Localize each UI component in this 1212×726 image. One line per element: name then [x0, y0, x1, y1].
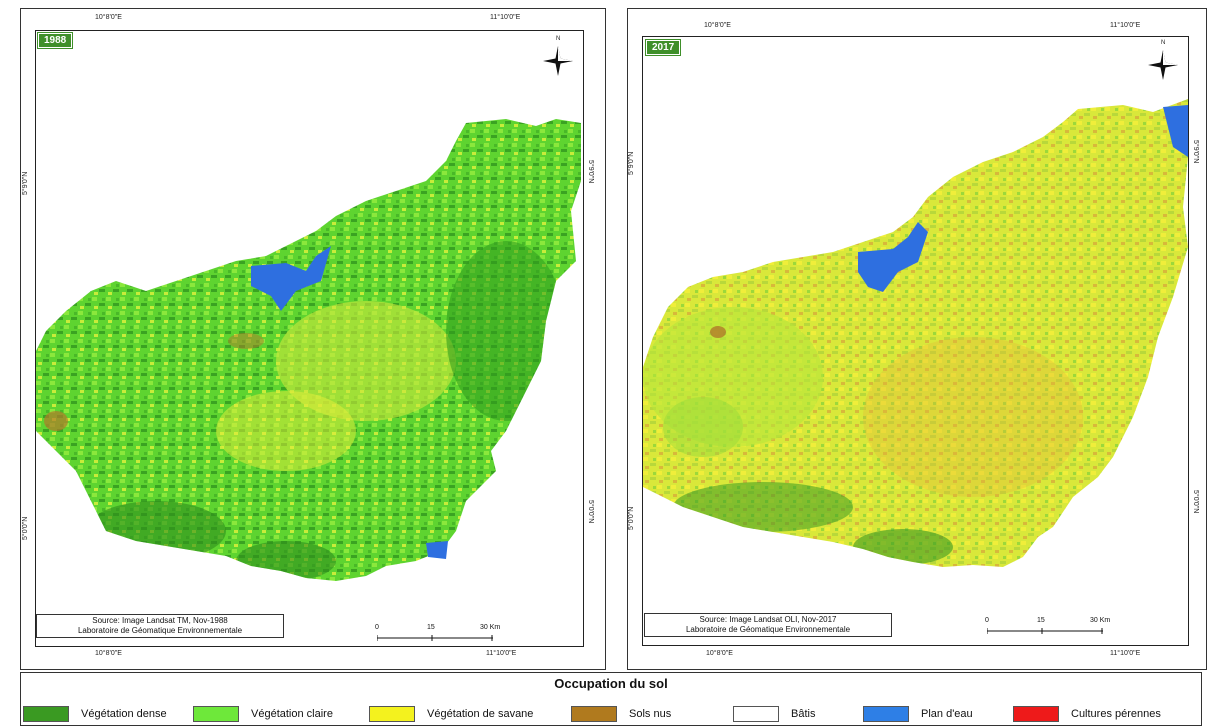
bottom-coord-right-2017: 11°10'0"E [1110, 650, 1141, 657]
bottom-coord-right: 11°10'0"E [486, 650, 517, 657]
year-badge-2017: 2017 [644, 39, 682, 56]
legend-swatch [733, 706, 779, 722]
bottom-coord-left-2017: 10°8'0"E [706, 650, 733, 657]
map-frame-2017 [642, 36, 1189, 646]
north-label: N [556, 36, 561, 42]
side-coord-upper-left-2017: 5°9'0"N [628, 151, 635, 175]
source-line-1: Source: Image Landsat TM, Nov-1988 [92, 616, 228, 625]
side-coord-lower-left-2017: 5°0'0"N [628, 506, 635, 530]
legend-title: Occupation du sol [554, 676, 668, 691]
legend-item-cultures-perennes: Cultures pérennes [1013, 706, 1161, 722]
scale-bar-2017: 0 15 30 Km [985, 617, 1115, 637]
land-cover-map-1988 [36, 119, 581, 581]
top-coord-left: 10°8'0"E [95, 14, 122, 21]
legend-label: Bâtis [791, 708, 816, 720]
scale-label-30-2017: 30 Km [1090, 617, 1111, 624]
scale-label-30: 30 Km [480, 624, 501, 631]
side-coord-lower-right-2017: 5°0'0"N [1192, 490, 1199, 514]
legend-swatch [571, 706, 617, 722]
source-line-2: Laboratoire de Géomatique Environnementa… [77, 626, 243, 635]
north-arrow-icon [541, 44, 575, 83]
legend-label: Végétation claire [251, 708, 333, 720]
bottom-coord-left: 10°8'0"E [95, 650, 122, 657]
legend-swatch [193, 706, 239, 722]
legend-label: Sols nus [629, 708, 672, 720]
top-coord-right: 11°10'0"E [490, 14, 521, 21]
legend-item-vegetation-claire: Végétation claire [193, 706, 333, 722]
legend-item-batis: Bâtis [733, 706, 815, 722]
scale-label-15: 15 [427, 624, 435, 631]
legend-swatch [369, 706, 415, 722]
legend-label: Plan d'eau [921, 708, 973, 720]
north-label-2017: N [1161, 40, 1166, 46]
side-coord-upper-right-2017: 5°9'0"N [1192, 140, 1199, 164]
source-line-2-2017: Laboratoire de Géomatique Environnementa… [685, 625, 851, 634]
legend-label: Végétation de savane [427, 708, 534, 720]
north-arrow-icon [1146, 48, 1180, 87]
legend-item-vegetation-dense: Végétation dense [23, 706, 167, 722]
scale-bar-1988: 0 15 30 Km [375, 624, 505, 644]
legend-swatch [1013, 706, 1059, 722]
source-box-1988: Source: Image Landsat TM, Nov-1988 Labor… [36, 614, 284, 638]
map-frame-1988 [35, 30, 584, 647]
side-coord-lower-right: 5°0'0"N [587, 500, 594, 524]
source-line-1-2017: Source: Image Landsat OLI, Nov-2017 [699, 615, 837, 624]
legend: Occupation du sol Végétation dense Végét… [20, 672, 1202, 726]
source-box-2017: Source: Image Landsat OLI, Nov-2017 Labo… [644, 613, 892, 637]
top-coord-right-2017: 11°10'0"E [1110, 22, 1141, 29]
scale-label-0: 0 [375, 624, 379, 631]
legend-swatch [863, 706, 909, 722]
legend-label: Cultures pérennes [1071, 708, 1161, 720]
side-coord-lower-left: 5°0'0"N [22, 516, 29, 540]
scale-label-0-2017: 0 [985, 617, 989, 624]
land-cover-map-2017 [643, 99, 1188, 567]
scale-label-15-2017: 15 [1037, 617, 1045, 624]
legend-item-plan-eau: Plan d'eau [863, 706, 973, 722]
year-badge-1988: 1988 [36, 32, 74, 49]
legend-label: Végétation dense [81, 708, 167, 720]
side-coord-upper-right: 5°9'0"N [587, 160, 594, 184]
legend-swatch [23, 706, 69, 722]
top-coord-left-2017: 10°8'0"E [704, 22, 731, 29]
side-coord-upper-left: 5°9'0"N [22, 171, 29, 195]
legend-item-sols-nus: Sols nus [571, 706, 671, 722]
legend-item-vegetation-savane: Végétation de savane [369, 706, 533, 722]
